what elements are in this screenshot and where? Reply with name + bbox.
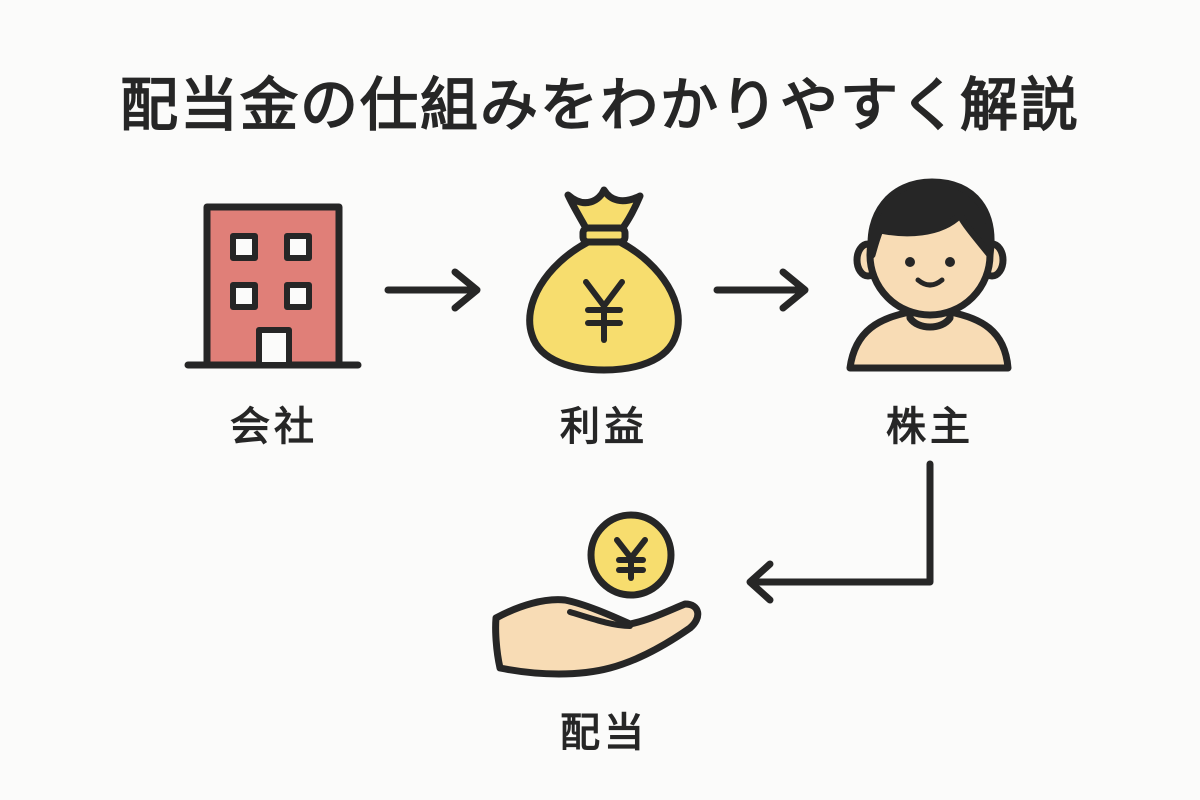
node-label-dividend: 配当: [560, 710, 648, 756]
page-title: 配当金の仕組みをわかりやすく解説: [119, 71, 1080, 139]
arrow-shareholder-to-dividend: [746, 460, 934, 604]
building-icon: [184, 203, 362, 369]
node-label-profit: 利益: [560, 404, 648, 450]
node-label-shareholder: 株主: [886, 404, 974, 450]
money-bag-icon: [526, 186, 682, 374]
hand-coin-icon: [492, 511, 702, 678]
arrow-company-to-profit: [384, 268, 481, 312]
person-icon: [846, 178, 1012, 372]
arrow-profit-to-shareholder: [713, 268, 809, 312]
node-label-company: 会社: [230, 404, 318, 450]
